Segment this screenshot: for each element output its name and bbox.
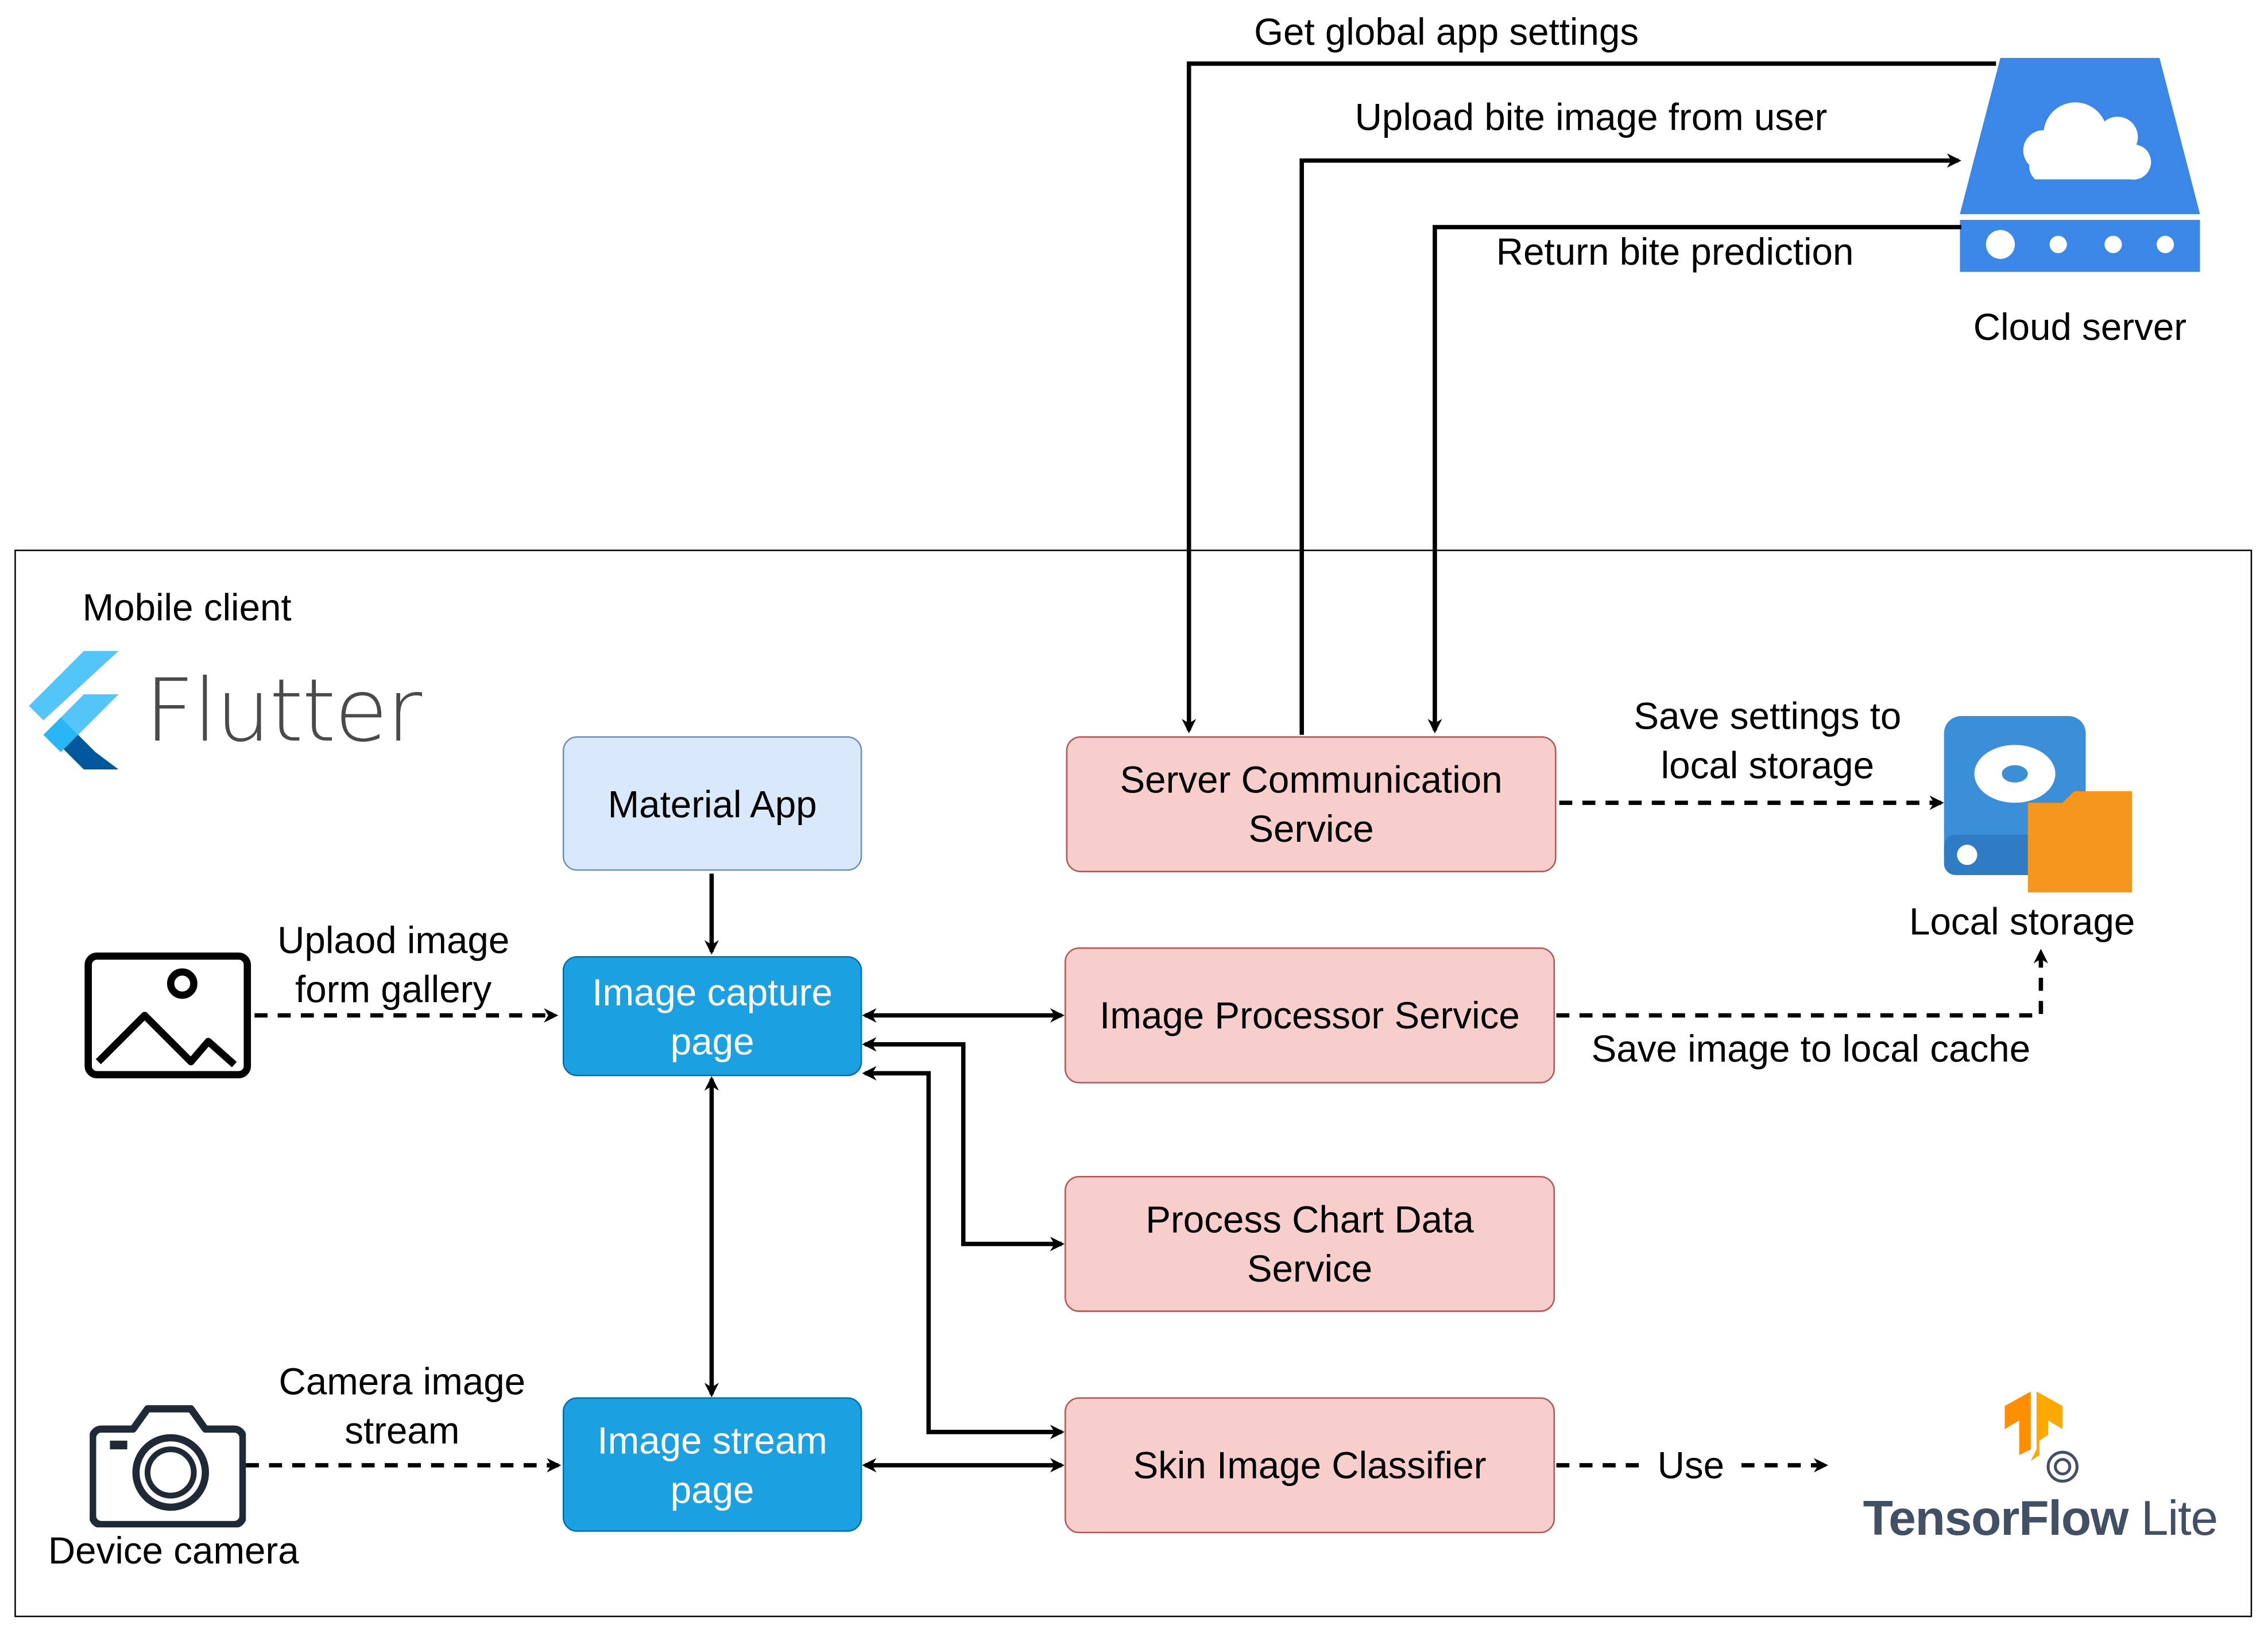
flutter-logo-text: Flutter bbox=[144, 661, 422, 763]
node-material-app: Material App bbox=[562, 736, 862, 871]
tensorflow-logo-text: TensorFlow Lite bbox=[1863, 1491, 2219, 1546]
tensorflow-logo-text-lite: Lite bbox=[2141, 1491, 2218, 1546]
edge-upload-image bbox=[1299, 153, 1961, 735]
node-chart-data-label: Process Chart Data Service bbox=[1145, 1197, 1474, 1291]
image-gallery-icon bbox=[84, 952, 251, 1078]
gallery-edge-label: Uplaod image form gallery bbox=[277, 918, 510, 1011]
mobile-client-container bbox=[14, 550, 2252, 1617]
edge-return-prediction bbox=[1427, 225, 1961, 734]
edge-save-image bbox=[1556, 949, 2049, 1018]
node-server-communication-service: Server Communication Service bbox=[1066, 736, 1557, 873]
node-image-stream-page: Image stream page bbox=[562, 1397, 862, 1532]
node-image-stream-label: Image stream page bbox=[597, 1418, 827, 1511]
tensorflow-logo-icon bbox=[2004, 1391, 2079, 1483]
node-skin-image-classifier: Skin Image Classifier bbox=[1065, 1397, 1555, 1534]
cloud-server-label: Cloud server bbox=[1973, 305, 2187, 349]
node-image-capture-page: Image capture page bbox=[562, 956, 862, 1077]
node-image-processor-service: Image Processor Service bbox=[1065, 947, 1555, 1083]
edge-label-return-prediction: Return bite prediction bbox=[1496, 230, 1854, 274]
local-storage-label: Local storage bbox=[1909, 899, 2135, 943]
edge-label-use: Use bbox=[1646, 1441, 1736, 1490]
edge-label-get-settings: Get global app settings bbox=[1215, 7, 1678, 57]
local-storage-icon bbox=[1944, 715, 2132, 893]
node-process-chart-data-service: Process Chart Data Service bbox=[1065, 1176, 1555, 1312]
device-camera-label: Device camera bbox=[48, 1528, 299, 1573]
node-image-capture-label: Image capture page bbox=[592, 970, 833, 1063]
mobile-client-label: Mobile client bbox=[82, 586, 292, 629]
node-server-comm-label: Server Communication Service bbox=[1120, 758, 1503, 851]
cloud-server-icon bbox=[1960, 57, 2200, 272]
node-material-app-label: Material App bbox=[607, 781, 817, 826]
edge-get-settings bbox=[1182, 61, 1996, 734]
edge-label-upload-image: Upload bite image from user bbox=[1354, 95, 1828, 139]
tensorflow-logo-text-bold: TensorFlow bbox=[1863, 1491, 2129, 1546]
edge-label-save-settings: Save settings to local storage bbox=[1634, 694, 1902, 787]
flutter-logo-icon bbox=[29, 651, 119, 770]
camera-stream-edge-label: Camera image stream bbox=[278, 1359, 526, 1453]
device-camera-icon bbox=[90, 1405, 246, 1528]
edge-capture-classifier bbox=[862, 1066, 1065, 1439]
edge-label-save-image: Save image to local cache bbox=[1591, 1027, 2031, 1071]
node-image-processor-label: Image Processor Service bbox=[1100, 993, 1520, 1038]
node-classifier-label: Skin Image Classifier bbox=[1133, 1444, 1487, 1487]
